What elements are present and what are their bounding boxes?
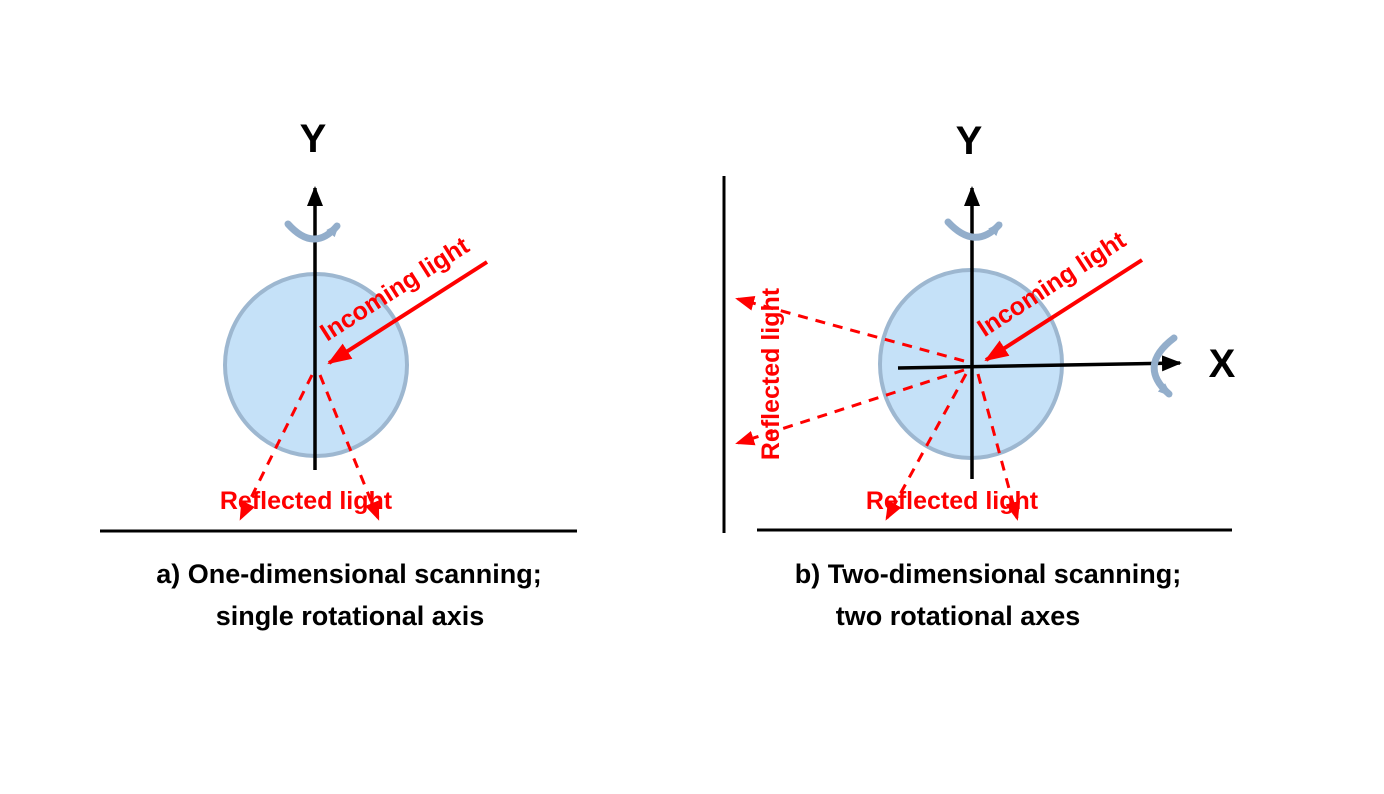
y-rotation-arrow-icon — [284, 220, 341, 243]
x-axis-line — [897, 355, 1182, 372]
caption-b-line2: two rotational axes — [836, 601, 1081, 631]
reflected-light-arrow-left — [239, 374, 314, 521]
panel-b: Y X Incoming light Reflected light Refle… — [722, 119, 1236, 631]
y-axis-label: Y — [300, 117, 327, 161]
caption-b-line1: b) Two-dimensional scanning; — [795, 559, 1182, 589]
reflected-light-label: Reflected light — [220, 487, 393, 515]
x-axis-label: X — [1209, 342, 1236, 386]
reflected-light-arrow-ground-left — [885, 373, 968, 521]
y-axis-label: Y — [956, 119, 983, 163]
panel-a: Y Incoming light Reflected light a) One-… — [100, 117, 577, 631]
caption-a-line2: single rotational axis — [216, 601, 485, 631]
y-rotation-arrow-icon — [944, 218, 1003, 241]
x-rotation-arrow-icon — [1150, 334, 1178, 398]
incoming-light-arrow — [984, 258, 1144, 362]
reflected-light-arrow-wall-upper — [735, 296, 965, 363]
reflected-light-arrow-ground-right — [976, 373, 1021, 521]
reflected-light-arrow-right — [318, 374, 380, 521]
reflected-light-wall-label: Reflected light — [757, 287, 785, 460]
reflected-light-arrow-wall-lower — [735, 368, 965, 446]
reflected-light-ground-label: Reflected light — [866, 487, 1039, 515]
incoming-light-arrow — [327, 260, 489, 365]
caption-a-line1: a) One-dimensional scanning; — [156, 559, 542, 589]
